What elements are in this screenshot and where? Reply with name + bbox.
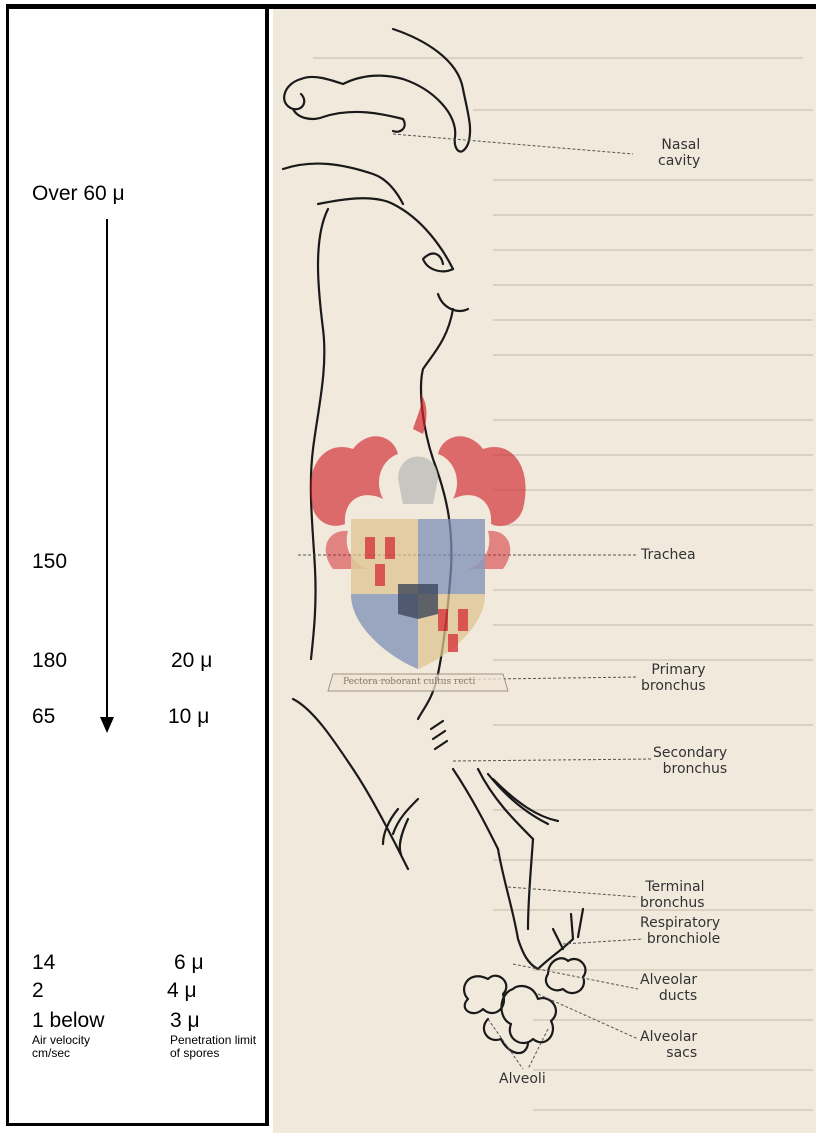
airway-line-drawing bbox=[273, 9, 816, 1133]
velocity-value: 65 bbox=[32, 705, 55, 729]
velocity-value: 14 bbox=[32, 951, 55, 975]
velocity-value: 1 below bbox=[32, 1009, 104, 1033]
respiratory-tract-diagram: Pectora roborant cultus recti Nasal cavi… bbox=[273, 9, 816, 1133]
leader-secondary-bronchus bbox=[453, 759, 653, 761]
velocity-value: 180 bbox=[32, 649, 67, 673]
label-alveolar-ducts: Alveolar ducts bbox=[640, 972, 697, 1004]
particle-size-value: 3 μ bbox=[170, 1009, 200, 1033]
velocity-value: 150 bbox=[32, 550, 67, 574]
leader-alveolar-ducts bbox=[513, 964, 638, 989]
leader-alveoli-b bbox=[528, 1029, 548, 1069]
label-terminal-bronchus: Terminal bronchus bbox=[640, 879, 705, 911]
left-data-panel: Over 60 μ 150 180 20 μ 65 10 μ 14 6 μ 2 … bbox=[6, 6, 269, 1126]
label-alveolar-sacs: Alveolar sacs bbox=[640, 1029, 697, 1061]
leader-terminal-bronchus bbox=[508, 887, 638, 897]
size-caption: Penetration limit of spores bbox=[170, 1034, 260, 1060]
crest-watermark bbox=[310, 394, 525, 691]
leader-respiratory-bronchiole bbox=[563, 939, 643, 944]
label-trachea: Trachea bbox=[641, 547, 696, 563]
label-primary-bronchus: Primary bronchus bbox=[641, 662, 706, 694]
label-secondary-bronchus: Secondary bronchus bbox=[653, 745, 727, 777]
label-respiratory-bronchiole: Respiratory bronchiole bbox=[640, 915, 720, 947]
leader-nasal-cavity bbox=[393, 134, 633, 154]
leader-alveoli-a bbox=[488, 1019, 523, 1069]
label-alveoli: Alveoli bbox=[499, 1071, 546, 1087]
particle-size-value: 20 μ bbox=[171, 649, 212, 673]
label-nasal-cavity: Nasal cavity bbox=[636, 137, 700, 169]
particle-size-value: 6 μ bbox=[174, 951, 204, 975]
velocity-value: 2 bbox=[32, 979, 44, 1003]
particle-size-value: 4 μ bbox=[167, 979, 197, 1003]
velocity-caption: Air velocity cm/sec bbox=[32, 1034, 112, 1060]
particle-size-value: 10 μ bbox=[168, 705, 209, 729]
crest-motto: Pectora roborant cultus recti bbox=[343, 677, 475, 687]
